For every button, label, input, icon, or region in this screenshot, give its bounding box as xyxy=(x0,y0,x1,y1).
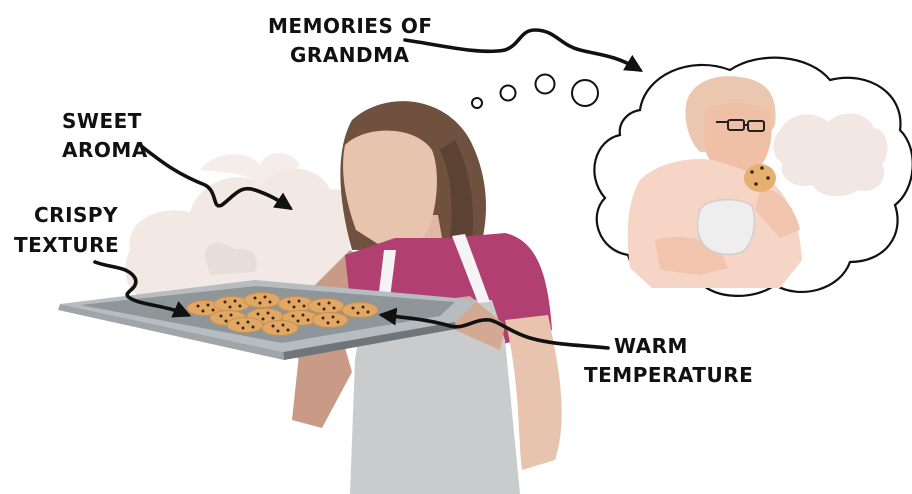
chocolate-chip xyxy=(292,315,295,318)
arrow-memories xyxy=(405,30,640,70)
chocolate-chip xyxy=(307,319,310,322)
cookie xyxy=(312,313,348,328)
cookie xyxy=(308,299,344,314)
label-aroma-line1: SWEET xyxy=(62,109,142,133)
steam-cloud xyxy=(125,153,354,300)
chocolate-chip xyxy=(332,316,335,319)
chocolate-chip xyxy=(247,321,250,324)
chocolate-chip xyxy=(230,314,233,317)
label-memories-line1: MEMORIES OF xyxy=(268,14,433,38)
thought-bubble-large xyxy=(536,75,555,94)
label-warm-line1: WARM xyxy=(614,334,688,358)
chocolate-chip xyxy=(264,296,267,299)
chocolate-chip xyxy=(322,317,325,320)
chocolate-chip xyxy=(352,307,355,310)
label-warm-line2: TEMPERATURE xyxy=(584,363,753,387)
chocolate-chip xyxy=(327,322,330,325)
chocolate-chip xyxy=(298,300,301,303)
chocolate-chip xyxy=(202,310,205,313)
chocolate-chip xyxy=(303,305,306,308)
cookie xyxy=(244,293,280,308)
chocolate-chip xyxy=(229,306,232,309)
chocolate-chip xyxy=(234,300,237,303)
chocolate-chip xyxy=(220,315,223,318)
chocolate-chip xyxy=(262,318,265,321)
cupcake xyxy=(744,164,776,192)
thought-bubble-xlarge xyxy=(572,80,598,106)
chocolate-chip xyxy=(302,314,305,317)
chocolate-chip xyxy=(225,320,228,323)
chocolate-chip xyxy=(333,307,336,310)
chocolate-chip xyxy=(357,312,360,315)
chocolate-chip xyxy=(254,297,257,300)
chocolate-chip xyxy=(259,302,262,305)
label-sweet-aroma: SWEET AROMA xyxy=(62,109,148,162)
chocolate-chip xyxy=(224,301,227,304)
chocolate-chip xyxy=(367,311,370,314)
label-crispy-texture: CRISPY TEXTURE xyxy=(14,203,119,257)
chocolate-chip xyxy=(318,303,321,306)
chocolate-chip xyxy=(269,301,272,304)
cookie-jar xyxy=(698,200,755,255)
chocolate-chip xyxy=(328,302,331,305)
label-warm-temperature: WARM TEMPERATURE xyxy=(584,334,753,387)
chocolate-chip xyxy=(288,301,291,304)
chocolate-chip xyxy=(267,312,270,315)
chocolate-chip xyxy=(237,322,240,325)
chocolate-chip xyxy=(362,306,365,309)
chocolate-chip xyxy=(282,324,285,327)
chocolate-chip xyxy=(207,304,210,307)
chocolate-chip xyxy=(287,329,290,332)
thought-bubble-medium xyxy=(501,86,516,101)
chocolate-chip xyxy=(252,326,255,329)
chocolate-chip xyxy=(257,313,260,316)
chocolate-chip xyxy=(197,305,200,308)
thought-bubble-small xyxy=(472,98,482,108)
chocolate-chip xyxy=(277,330,280,333)
chocolate-chip xyxy=(297,320,300,323)
chocolate-chip xyxy=(212,309,215,312)
thought-bubbles xyxy=(472,75,598,109)
label-memories-line2: GRANDMA xyxy=(290,43,410,67)
chocolate-chip xyxy=(337,321,340,324)
label-aroma-line2: AROMA xyxy=(62,138,148,162)
chocolate-chip xyxy=(323,308,326,311)
chocolate-chip xyxy=(272,325,275,328)
chocolate-chip xyxy=(293,306,296,309)
cookie xyxy=(342,303,378,318)
chocolate-chip xyxy=(239,305,242,308)
chocolate-chip xyxy=(272,317,275,320)
chocolate-chip xyxy=(242,327,245,330)
cookie xyxy=(227,318,263,333)
cookie xyxy=(262,321,298,336)
woman-face xyxy=(343,131,437,248)
label-crispy-line1: CRISPY xyxy=(34,203,118,227)
label-crispy-line2: TEXTURE xyxy=(14,233,119,257)
